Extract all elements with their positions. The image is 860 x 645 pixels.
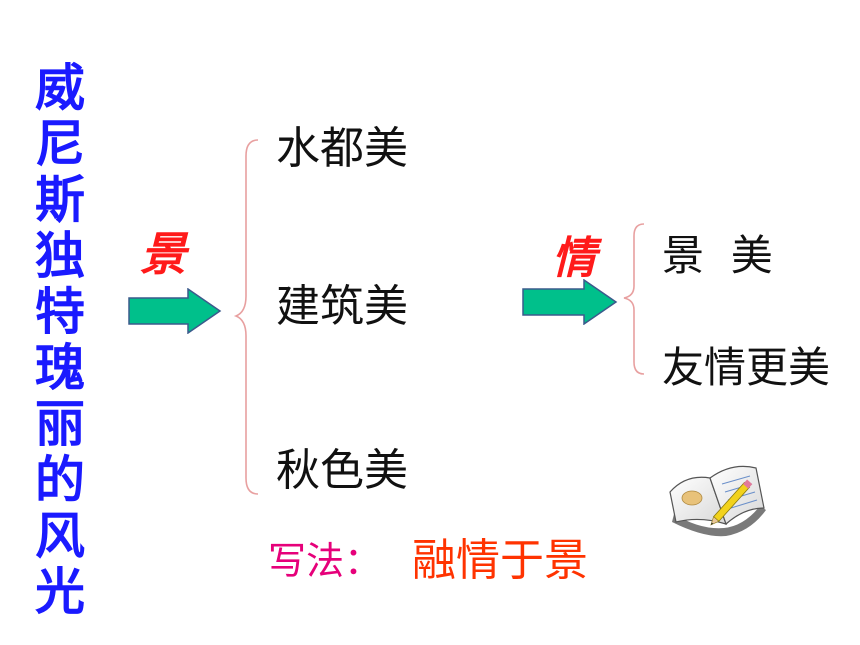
scene-item-autumn: 秋色美 [276, 445, 408, 496]
right-arrow-icon [128, 288, 222, 334]
scene-item-architecture: 建筑美 [276, 281, 408, 332]
title-char: 斯 [35, 171, 85, 229]
vertical-title: 威 尼 斯 独 特 瑰 丽 的 风 光 [30, 60, 90, 620]
scene-item-water-city: 水都美 [276, 123, 408, 174]
title-char: 独 [35, 227, 85, 285]
title-char: 的 [35, 451, 85, 509]
method-label: 写法： [268, 539, 383, 583]
method-value: 融情于景 [412, 535, 588, 586]
title-char: 尼 [35, 115, 85, 173]
title-char: 丽 [35, 395, 85, 453]
scene-label: 景 [140, 227, 186, 281]
title-char: 特 [35, 283, 85, 341]
emotion-item-friendship: 友情更美 [662, 343, 831, 392]
left-brace [233, 139, 259, 495]
open-book-pencil-icon [669, 465, 766, 537]
right-brace [623, 223, 645, 375]
title-char: 风 [35, 507, 85, 565]
title-char: 光 [35, 563, 85, 621]
right-arrow-icon [522, 279, 618, 325]
emotion-label: 情 [552, 233, 596, 284]
title-char: 瑰 [35, 339, 85, 397]
emotion-item-scenery: 景 美 [662, 231, 773, 280]
title-char: 威 [35, 59, 85, 117]
